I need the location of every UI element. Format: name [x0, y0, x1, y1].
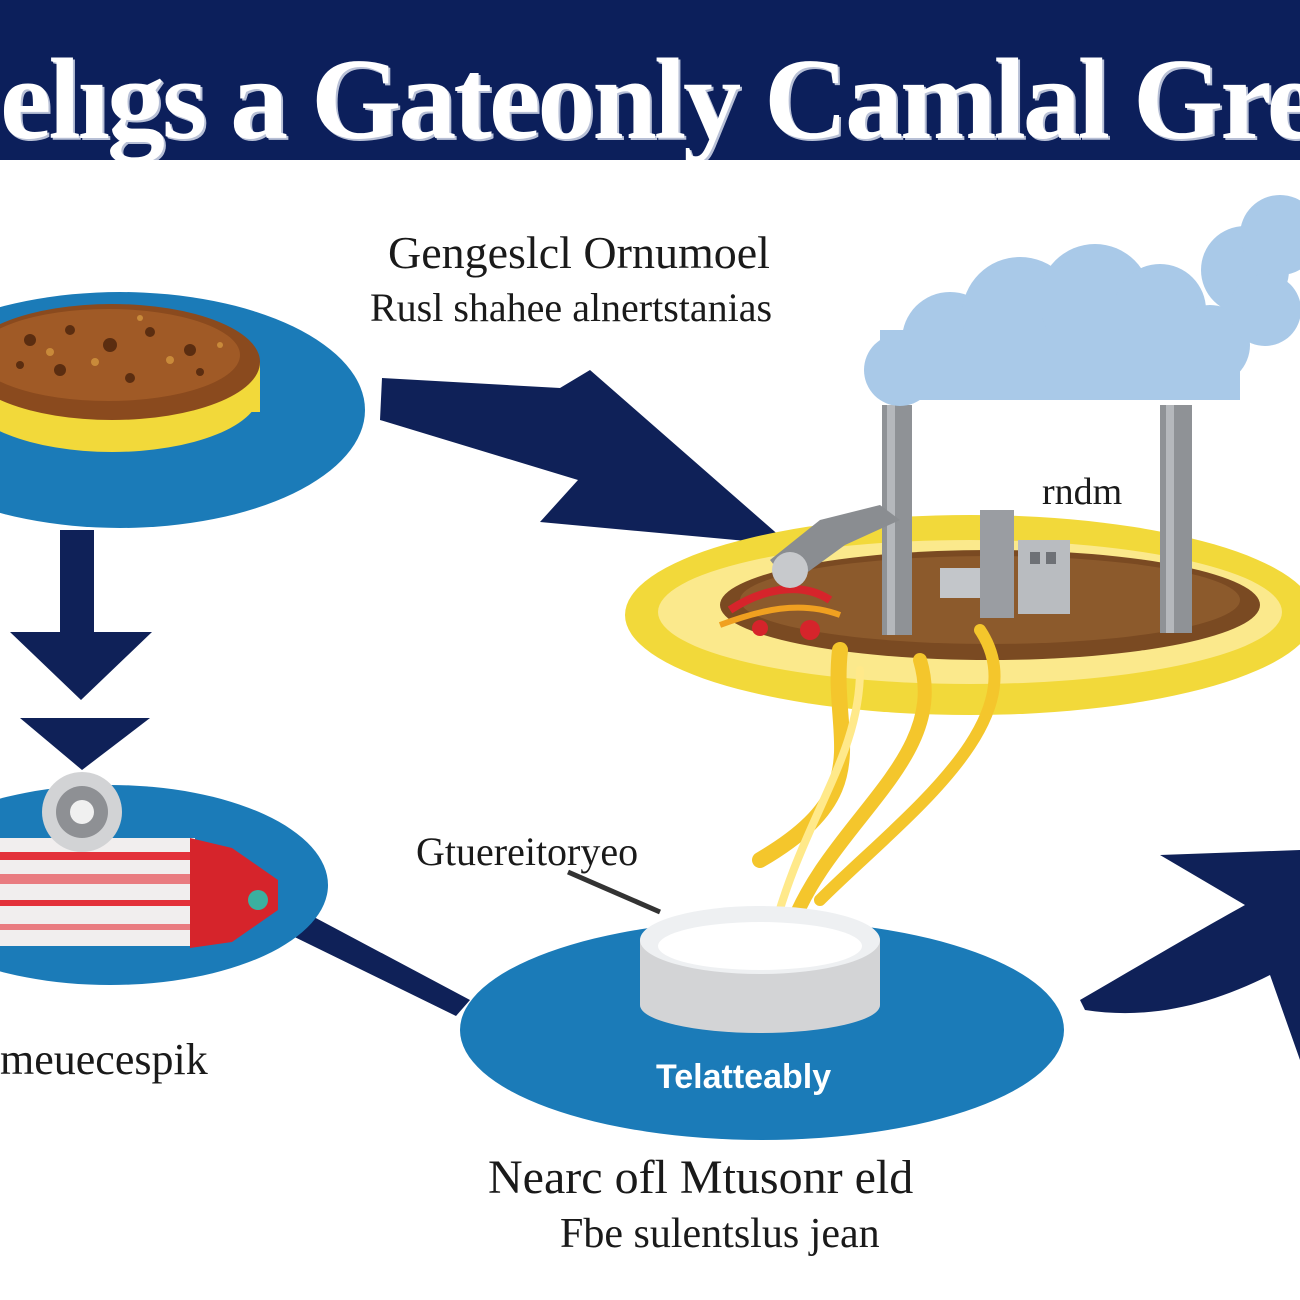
power-plant-icon	[625, 405, 1300, 715]
label-generator: Gtuereitoryeo	[416, 829, 639, 874]
label-plant: rndm	[1042, 471, 1123, 513]
coal-pile-icon	[0, 292, 365, 528]
title-banner: elıgs a Gateonly Camlal Greig	[0, 0, 1300, 160]
flow-arrow-icon	[10, 370, 1300, 1060]
label-left-stage: meuecespik	[0, 1035, 208, 1084]
turbine-icon	[0, 772, 328, 985]
label-output-subtitle: Fbe sulentslus jean	[560, 1211, 880, 1257]
label-output-title: Nearc ofl Mtusonr eld	[488, 1151, 914, 1204]
label-fuel-subtitle: Rusl shahee alnertstanias	[370, 285, 773, 330]
label-center-disc: Telatteably	[656, 1058, 832, 1096]
page-title: elıgs a Gateonly Camlal Greig	[0, 36, 1300, 160]
generator-icon	[460, 869, 1064, 1140]
label-fuel-title: Gengeslcl Ornumoel	[388, 227, 770, 278]
smoke-cloud-icon	[864, 195, 1300, 406]
steam-icon	[752, 624, 1001, 949]
